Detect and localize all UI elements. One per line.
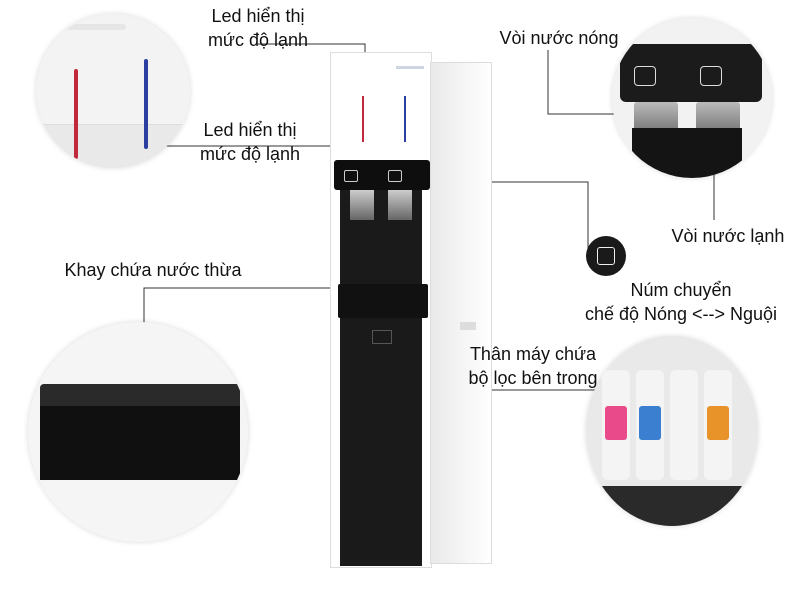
water-purifier-machine — [330, 52, 492, 568]
cold-led-bar — [144, 59, 148, 149]
power-knob-icon — [586, 236, 626, 276]
label-led-mid: Led hiển thị mức độ lạnh — [199, 120, 301, 164]
label-hot-tap: Vòi nước nóng — [499, 28, 619, 48]
tray-body — [40, 406, 240, 480]
brand-mark-small — [396, 66, 424, 69]
label-led-top: Led hiển thị mức độ lạnh — [207, 6, 309, 50]
filters-closeup-circle — [586, 336, 758, 526]
tap-panel — [620, 44, 762, 102]
label-knob: Núm chuyển chế độ Nóng <--> Nguội — [584, 280, 778, 324]
side-latch — [460, 322, 476, 330]
cold-nozzle-small — [388, 190, 412, 220]
tray-grill — [40, 384, 240, 406]
machine-drip-tray — [338, 284, 428, 318]
hot-led-bar — [74, 69, 78, 159]
hot-led-small — [362, 96, 364, 142]
filter-base — [586, 486, 758, 526]
brand-mark — [66, 24, 126, 30]
cold-button-small-icon — [388, 170, 402, 182]
machine-side — [430, 62, 492, 564]
taps-closeup-circle — [612, 18, 772, 178]
cold-button-icon — [700, 66, 722, 86]
machine-tap-panel — [334, 160, 430, 190]
label-body: Thân máy chứa bộ lọc bên trong — [468, 344, 598, 388]
filter-2 — [636, 370, 664, 480]
machine-black-column — [340, 162, 422, 566]
filter-4 — [704, 370, 732, 480]
filter-1 — [602, 370, 630, 480]
machine-door-handle — [372, 330, 392, 344]
drip-tray-closeup-circle — [28, 322, 248, 542]
label-drip-tray: Khay chứa nước thừa — [64, 260, 242, 280]
hot-nozzle-small — [350, 190, 374, 220]
cold-led-small — [404, 96, 406, 142]
hot-button-icon — [634, 66, 656, 86]
led-closeup-circle — [36, 14, 190, 168]
label-cold-tap: Vòi nước lạnh — [671, 226, 785, 246]
filter-3 — [670, 370, 698, 480]
hot-button-small-icon — [344, 170, 358, 182]
hot-tap-nozzle — [634, 102, 678, 132]
cold-tap-nozzle — [696, 102, 740, 132]
tap-recess — [632, 128, 742, 178]
